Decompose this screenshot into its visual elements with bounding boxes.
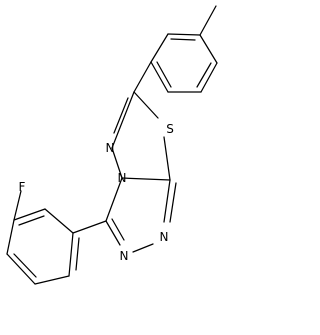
nbridge-c3-bond xyxy=(105,177,123,222)
n-n-triazole-bond xyxy=(132,243,154,253)
fused-ring-core xyxy=(105,91,177,253)
tolyl-bond-1-inner xyxy=(170,38,196,41)
fphenyl-bond-5 xyxy=(13,208,46,221)
methyl-bond xyxy=(199,5,217,36)
fluorophenyl-ring xyxy=(6,190,80,285)
fphenyl-bond-6 xyxy=(44,208,74,234)
c6-n-double-bond-inner xyxy=(113,97,129,134)
fphenyl-bond-3 xyxy=(6,253,36,285)
fphenyl-bond-5-inner xyxy=(18,215,45,226)
tolyl-ring xyxy=(150,5,218,93)
c3-n-double-bond xyxy=(105,220,121,246)
tolyl-bond-5-inner xyxy=(196,62,212,88)
tolyl-bond-5 xyxy=(200,62,218,93)
atom-label-n-triazole-a: N xyxy=(160,230,169,244)
c6-s-bond xyxy=(133,91,159,119)
c7a-nbridge-bond xyxy=(121,177,171,181)
atom-label-fluorine: F xyxy=(19,180,26,194)
tolyl-bond-3 xyxy=(150,61,169,93)
tolyl-bond-6 xyxy=(199,34,218,64)
tolyl-bond-2 xyxy=(150,33,169,63)
tolyl-bond-1 xyxy=(167,33,201,36)
atom-label-n-triazole-b: N xyxy=(120,249,129,263)
c7a-n-double-bond-inner xyxy=(169,182,177,223)
atom-label-sulfur: S xyxy=(166,122,174,136)
c3-n-double-bond-inner xyxy=(111,218,125,241)
fphenyl-bond-3-inner xyxy=(13,253,37,278)
c6-n-double-bond xyxy=(111,91,135,149)
fphenyl-bond-1-inner xyxy=(75,237,80,271)
atom-label-n-bridge: N xyxy=(118,171,127,185)
fphenyl-bond-1 xyxy=(68,232,74,277)
fphenyl-bond-2 xyxy=(34,275,70,285)
c-f-bond xyxy=(13,190,22,221)
atom-label-n-thiadiazole: N xyxy=(106,141,115,155)
tolyl-bond-3-inner xyxy=(156,61,172,88)
molecule-structure: S N N N N F xyxy=(6,5,218,285)
s-c7a-bond xyxy=(163,136,171,181)
tolyl-thiadiazole-bond xyxy=(133,61,152,93)
triazole-fluorophenyl-bond xyxy=(72,220,107,234)
fphenyl-bond-4 xyxy=(6,219,15,255)
c7a-n-double-bond xyxy=(163,179,171,223)
n-n-bridge-bond xyxy=(111,147,123,179)
